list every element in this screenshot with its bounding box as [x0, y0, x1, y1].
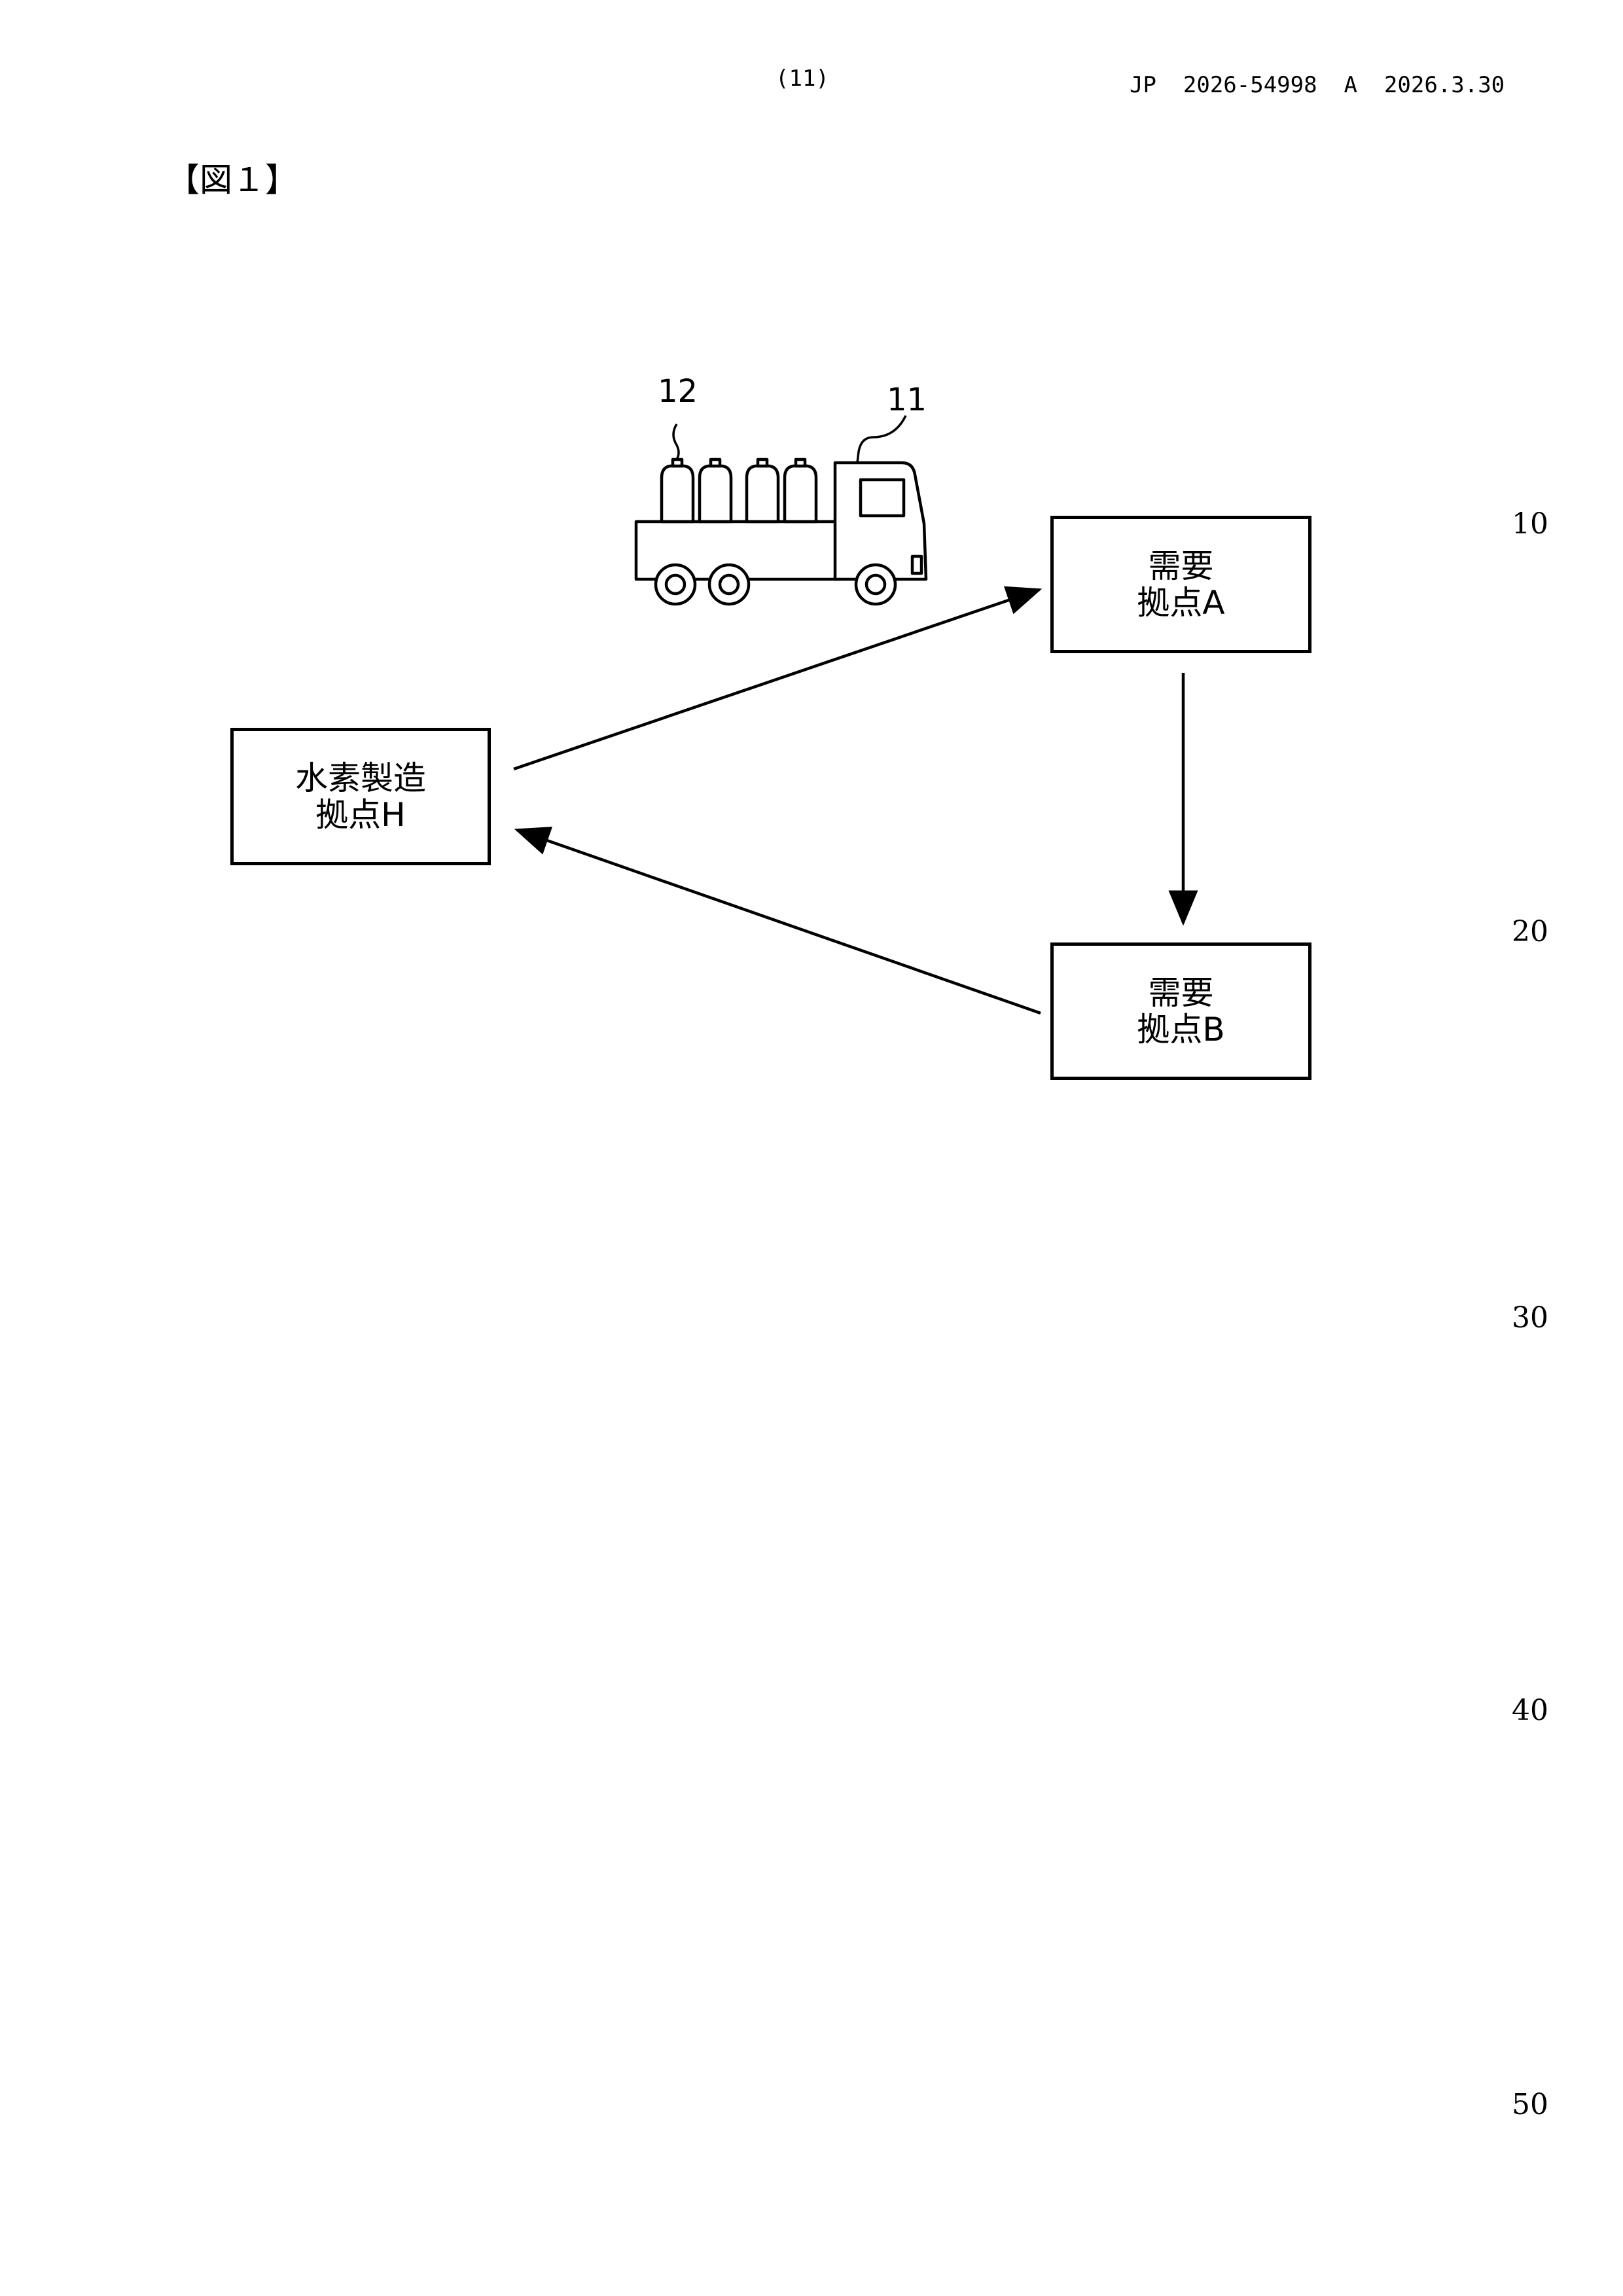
- truck-icon: [636, 459, 926, 604]
- arrow-b-to-h: [517, 830, 1041, 1013]
- demand-site-a-box: 需要 拠点A: [1050, 516, 1311, 653]
- leader-line-11: [857, 416, 906, 463]
- leader-line-12: [673, 424, 679, 459]
- demand-a-line1: 需要: [1149, 548, 1214, 584]
- demand-b-line1: 需要: [1149, 975, 1214, 1011]
- demand-b-line2: 拠点B: [1137, 1011, 1224, 1048]
- arrow-h-to-a: [514, 590, 1039, 769]
- gas-cylinders-icon: [662, 459, 816, 522]
- hydrogen-site-line2: 拠点H: [315, 797, 406, 833]
- hydrogen-site-line1: 水素製造: [295, 760, 426, 797]
- hydrogen-production-site-box: 水素製造 拠点H: [230, 728, 491, 865]
- demand-a-line2: 拠点A: [1137, 584, 1224, 621]
- reference-numeral-12: 12: [658, 373, 698, 410]
- demand-site-b-box: 需要 拠点B: [1050, 942, 1311, 1080]
- reference-numeral-11: 11: [887, 382, 927, 418]
